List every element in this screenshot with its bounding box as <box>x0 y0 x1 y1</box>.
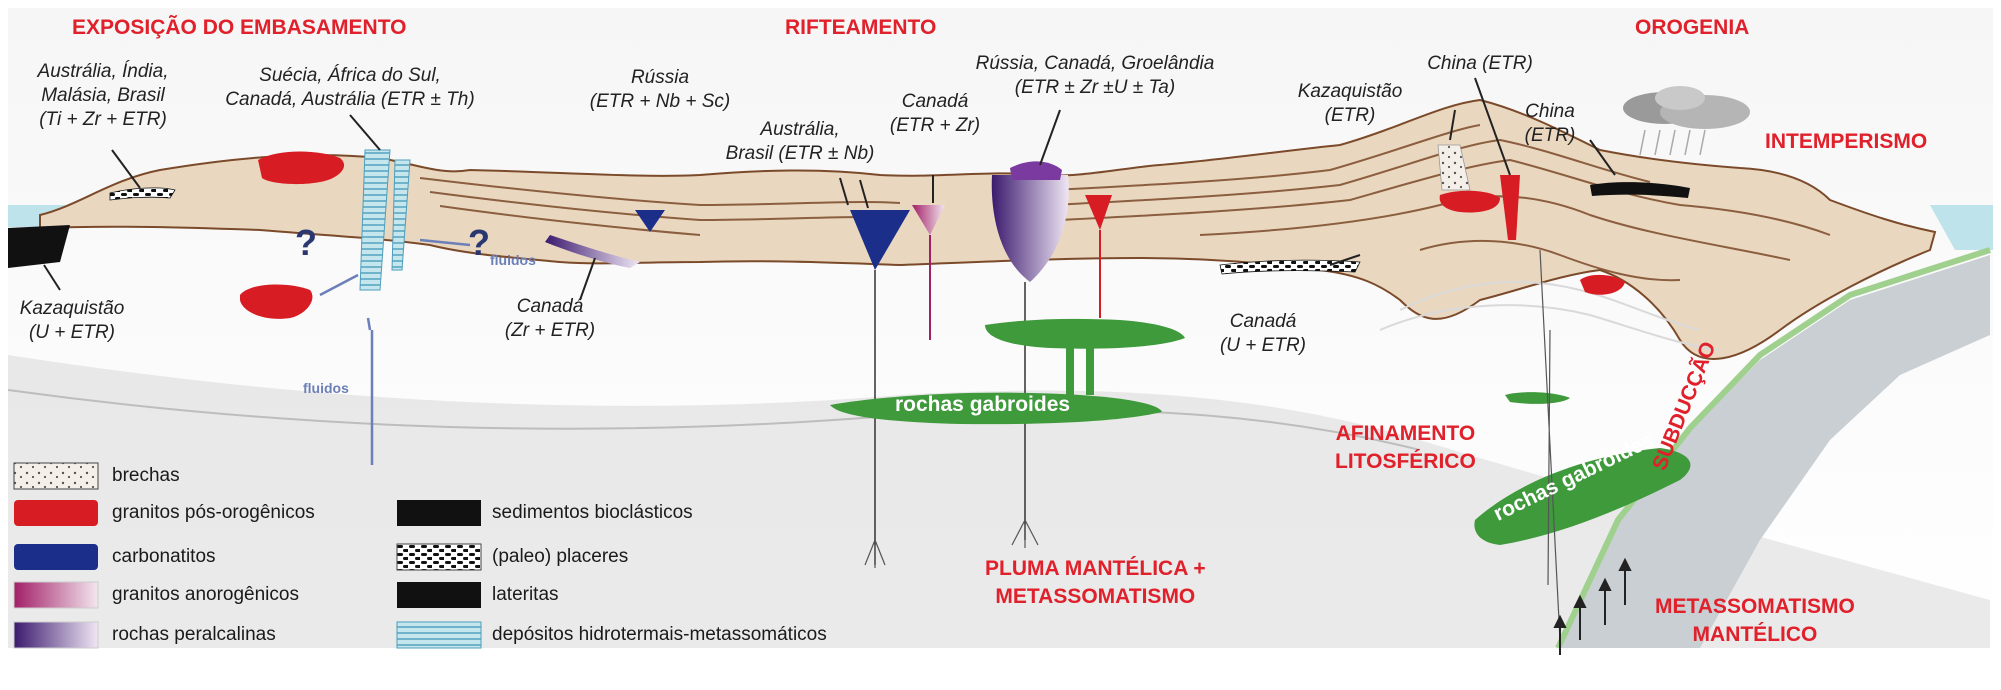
peralkaline-complex <box>991 161 1069 540</box>
label-australia-brasil: Austrália, Brasil (ETR ± Nb) <box>710 118 890 166</box>
legend-carbonatitos: carbonatitos <box>112 546 216 567</box>
label-suecia: Suécia, África do Sul, Canadá, Austrália… <box>205 64 495 112</box>
legend-depositos-hidrotermais: depósitos hidrotermais-metassomáticos <box>492 624 827 645</box>
question-mark-left: ? <box>295 222 317 263</box>
header-pluma-line1: PLUMA MANTÉLICA + <box>985 557 1206 580</box>
legend-swatches <box>13 462 482 649</box>
label-line: Brasil (ETR ± Nb) <box>725 143 875 164</box>
label-line: (Ti + Zr + ETR) <box>39 109 167 130</box>
label-line: (U + ETR) <box>28 322 116 343</box>
label-australia-india: Austrália, Índia, Malásia, Brasil (Ti + … <box>18 60 188 132</box>
label-line: Austrália, Índia, <box>37 61 169 82</box>
header-afinamento-line2: LITOSFÉRICO <box>1335 450 1476 473</box>
header-metassomatismo: METASSOMATISMO MANTÉLICO <box>1655 593 1855 649</box>
label-kazaquistao-right: Kazaquistão (ETR) <box>1285 80 1415 128</box>
label-china-2: China (ETR) <box>1510 100 1590 148</box>
label-line: Canadá, Austrália (ETR ± Th) <box>225 89 475 110</box>
label-line: Malásia, Brasil <box>41 85 165 106</box>
label-russia: Rússia (ETR + Nb + Sc) <box>575 66 745 114</box>
legend-sedimentos-bioclasticos: sedimentos bioclásticos <box>492 502 693 523</box>
gabbro-bodies <box>830 318 1691 545</box>
label-line: (ETR ± Zr ±U ± Ta) <box>1014 77 1176 98</box>
label-line: Canadá <box>1229 311 1297 332</box>
legend-paleo-placeres: (paleo) placeres <box>492 546 629 567</box>
label-rochas-gabroides-1: rochas gabroides <box>895 393 1071 416</box>
subducting-slab <box>1560 255 1990 648</box>
label-line: (U + ETR) <box>1219 335 1307 356</box>
label-line: (ETR) <box>1524 125 1576 146</box>
label-canada-zr: Canadá (ETR + Zr) <box>880 90 990 138</box>
question-mark-right: ? <box>468 222 490 263</box>
rain-clouds <box>1623 86 1750 156</box>
label-line: (ETR + Nb + Sc) <box>589 91 731 112</box>
header-pluma-line2: METASSOMATISMO <box>995 585 1196 608</box>
label-russia-canada: Rússia, Canadá, Groelândia (ETR ± Zr ±U … <box>955 52 1235 100</box>
label-fluidos-1: fluidos <box>490 252 536 268</box>
label-line: (ETR + Zr) <box>889 115 981 136</box>
label-line: China (ETR) <box>1427 53 1533 74</box>
header-pluma: PLUMA MANTÉLICA + METASSOMATISMO <box>985 555 1206 611</box>
label-kazaquistao-left: Kazaquistão (U + ETR) <box>12 297 132 345</box>
label-line: China <box>1525 101 1575 122</box>
label-fluidos-2: fluidos <box>303 380 349 396</box>
label-canada-u-etr: Canadá (U + ETR) <box>1208 310 1318 358</box>
ocean-right <box>1930 205 1993 250</box>
legend-granitos-anorogenicos: granitos anorogênicos <box>112 584 299 605</box>
carbonatite-cone <box>850 210 910 270</box>
label-line: Canadá <box>516 296 584 317</box>
label-line: (ETR) <box>1324 105 1376 126</box>
header-intemperismo: INTEMPERISMO <box>1765 130 1928 153</box>
legend-lateritas: lateritas <box>492 584 559 605</box>
granite-bodies <box>240 151 1625 319</box>
legend-rochas-peralcalinas: rochas peralcalinas <box>112 624 276 645</box>
label-line: Kazaquistão <box>19 298 125 319</box>
hydrothermal-veins <box>359 149 411 291</box>
label-canada-zr-etr: Canadá (Zr + ETR) <box>490 295 610 343</box>
label-line: Kazaquistão <box>1297 81 1403 102</box>
label-line: Austrália, <box>760 119 840 140</box>
label-line: Rússia, Canadá, Groelândia <box>975 53 1215 74</box>
label-line: Rússia <box>630 67 690 88</box>
header-afinamento: AFINAMENTO LITOSFÉRICO <box>1335 420 1476 476</box>
header-orogenia: OROGENIA <box>1635 16 1750 39</box>
label-line: (Zr + ETR) <box>504 320 596 341</box>
header-afinamento-line1: AFINAMENTO <box>1335 422 1476 445</box>
header-exposicao: EXPOSIÇÃO DO EMBASAMENTO <box>72 16 407 39</box>
header-rifteamento: RIFTEAMENTO <box>785 16 937 39</box>
legend-brechas: brechas <box>112 465 180 486</box>
label-line: Canadá <box>901 91 969 112</box>
header-metassomatismo-line1: METASSOMATISMO <box>1655 595 1855 618</box>
label-china-1: China (ETR) <box>1420 52 1540 76</box>
label-line: Suécia, África do Sul, <box>259 65 441 86</box>
header-metassomatismo-line2: MANTÉLICO <box>1692 623 1818 646</box>
legend-granitos-pos: granitos pós-orogênicos <box>112 502 315 523</box>
